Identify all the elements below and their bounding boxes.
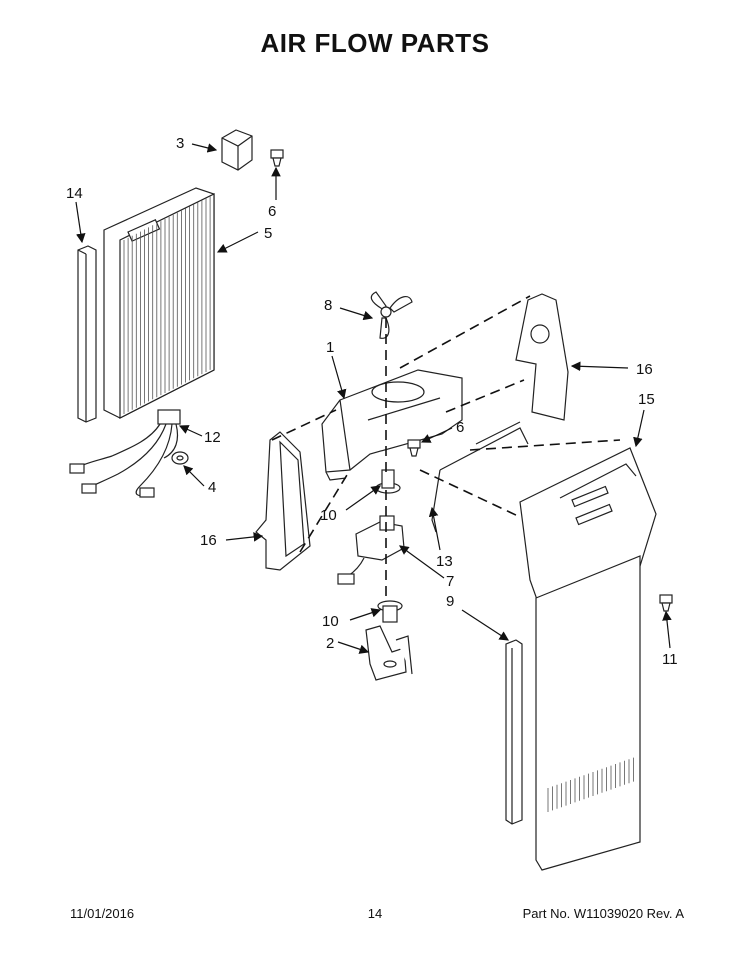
part-10-bushing-lower [377, 600, 403, 623]
callout-16-right: 16 [636, 361, 653, 378]
callout-15: 15 [638, 391, 655, 408]
part-3-cover [221, 129, 253, 171]
callout-6-center: 6 [456, 419, 464, 436]
callout-2: 2 [326, 635, 334, 652]
part-9-gasket-strip [505, 639, 523, 825]
callout-4: 4 [208, 479, 216, 496]
callout-1: 1 [326, 339, 334, 356]
callout-10-upper: 10 [320, 507, 337, 524]
part-1-fan-housing [321, 369, 463, 481]
callout-14: 14 [66, 185, 83, 202]
part-14-gasket-strip [77, 245, 97, 423]
part-2-motor-bracket [365, 625, 413, 681]
part-15-duct-cover [519, 447, 657, 871]
part-6-screw-top [270, 149, 284, 167]
callout-9: 9 [446, 593, 454, 610]
callout-8: 8 [324, 297, 332, 314]
callout-16-left: 16 [200, 532, 217, 549]
part-13-wire-bracket [431, 421, 529, 533]
callouts: 3 6 14 5 12 4 8 1 6 16 15 10 16 13 7 9 1… [66, 135, 678, 668]
footer-date: 11/01/2016 [70, 906, 135, 921]
callout-6-top: 6 [268, 203, 276, 220]
callout-11: 11 [662, 651, 678, 668]
callout-3: 3 [176, 135, 184, 152]
page-title: AIR FLOW PARTS [260, 28, 490, 58]
callout-13: 13 [436, 553, 453, 570]
part-5-ribbed-panel [103, 187, 215, 419]
callout-7: 7 [446, 573, 454, 590]
callout-10-lower: 10 [322, 613, 339, 630]
part-10-bushing-upper [375, 469, 401, 494]
part-12-wire-harness [69, 409, 181, 498]
leader-arrows [75, 143, 672, 654]
part-8-fan-blade [370, 291, 413, 339]
footer-page-number: 14 [367, 906, 383, 921]
part-6-screw-center [407, 439, 421, 457]
part-16-plate-right [515, 293, 569, 421]
part-11-screw [659, 594, 673, 612]
footer-part-number: Part No. W11039020 Rev. A [522, 906, 684, 921]
part-16-plate-left [255, 431, 311, 571]
callout-12: 12 [204, 429, 221, 446]
part-7-fan-motor [337, 515, 405, 585]
part-4-grommet [171, 451, 189, 465]
callout-5: 5 [264, 225, 272, 242]
assembly-dashed-lines [271, 295, 621, 600]
